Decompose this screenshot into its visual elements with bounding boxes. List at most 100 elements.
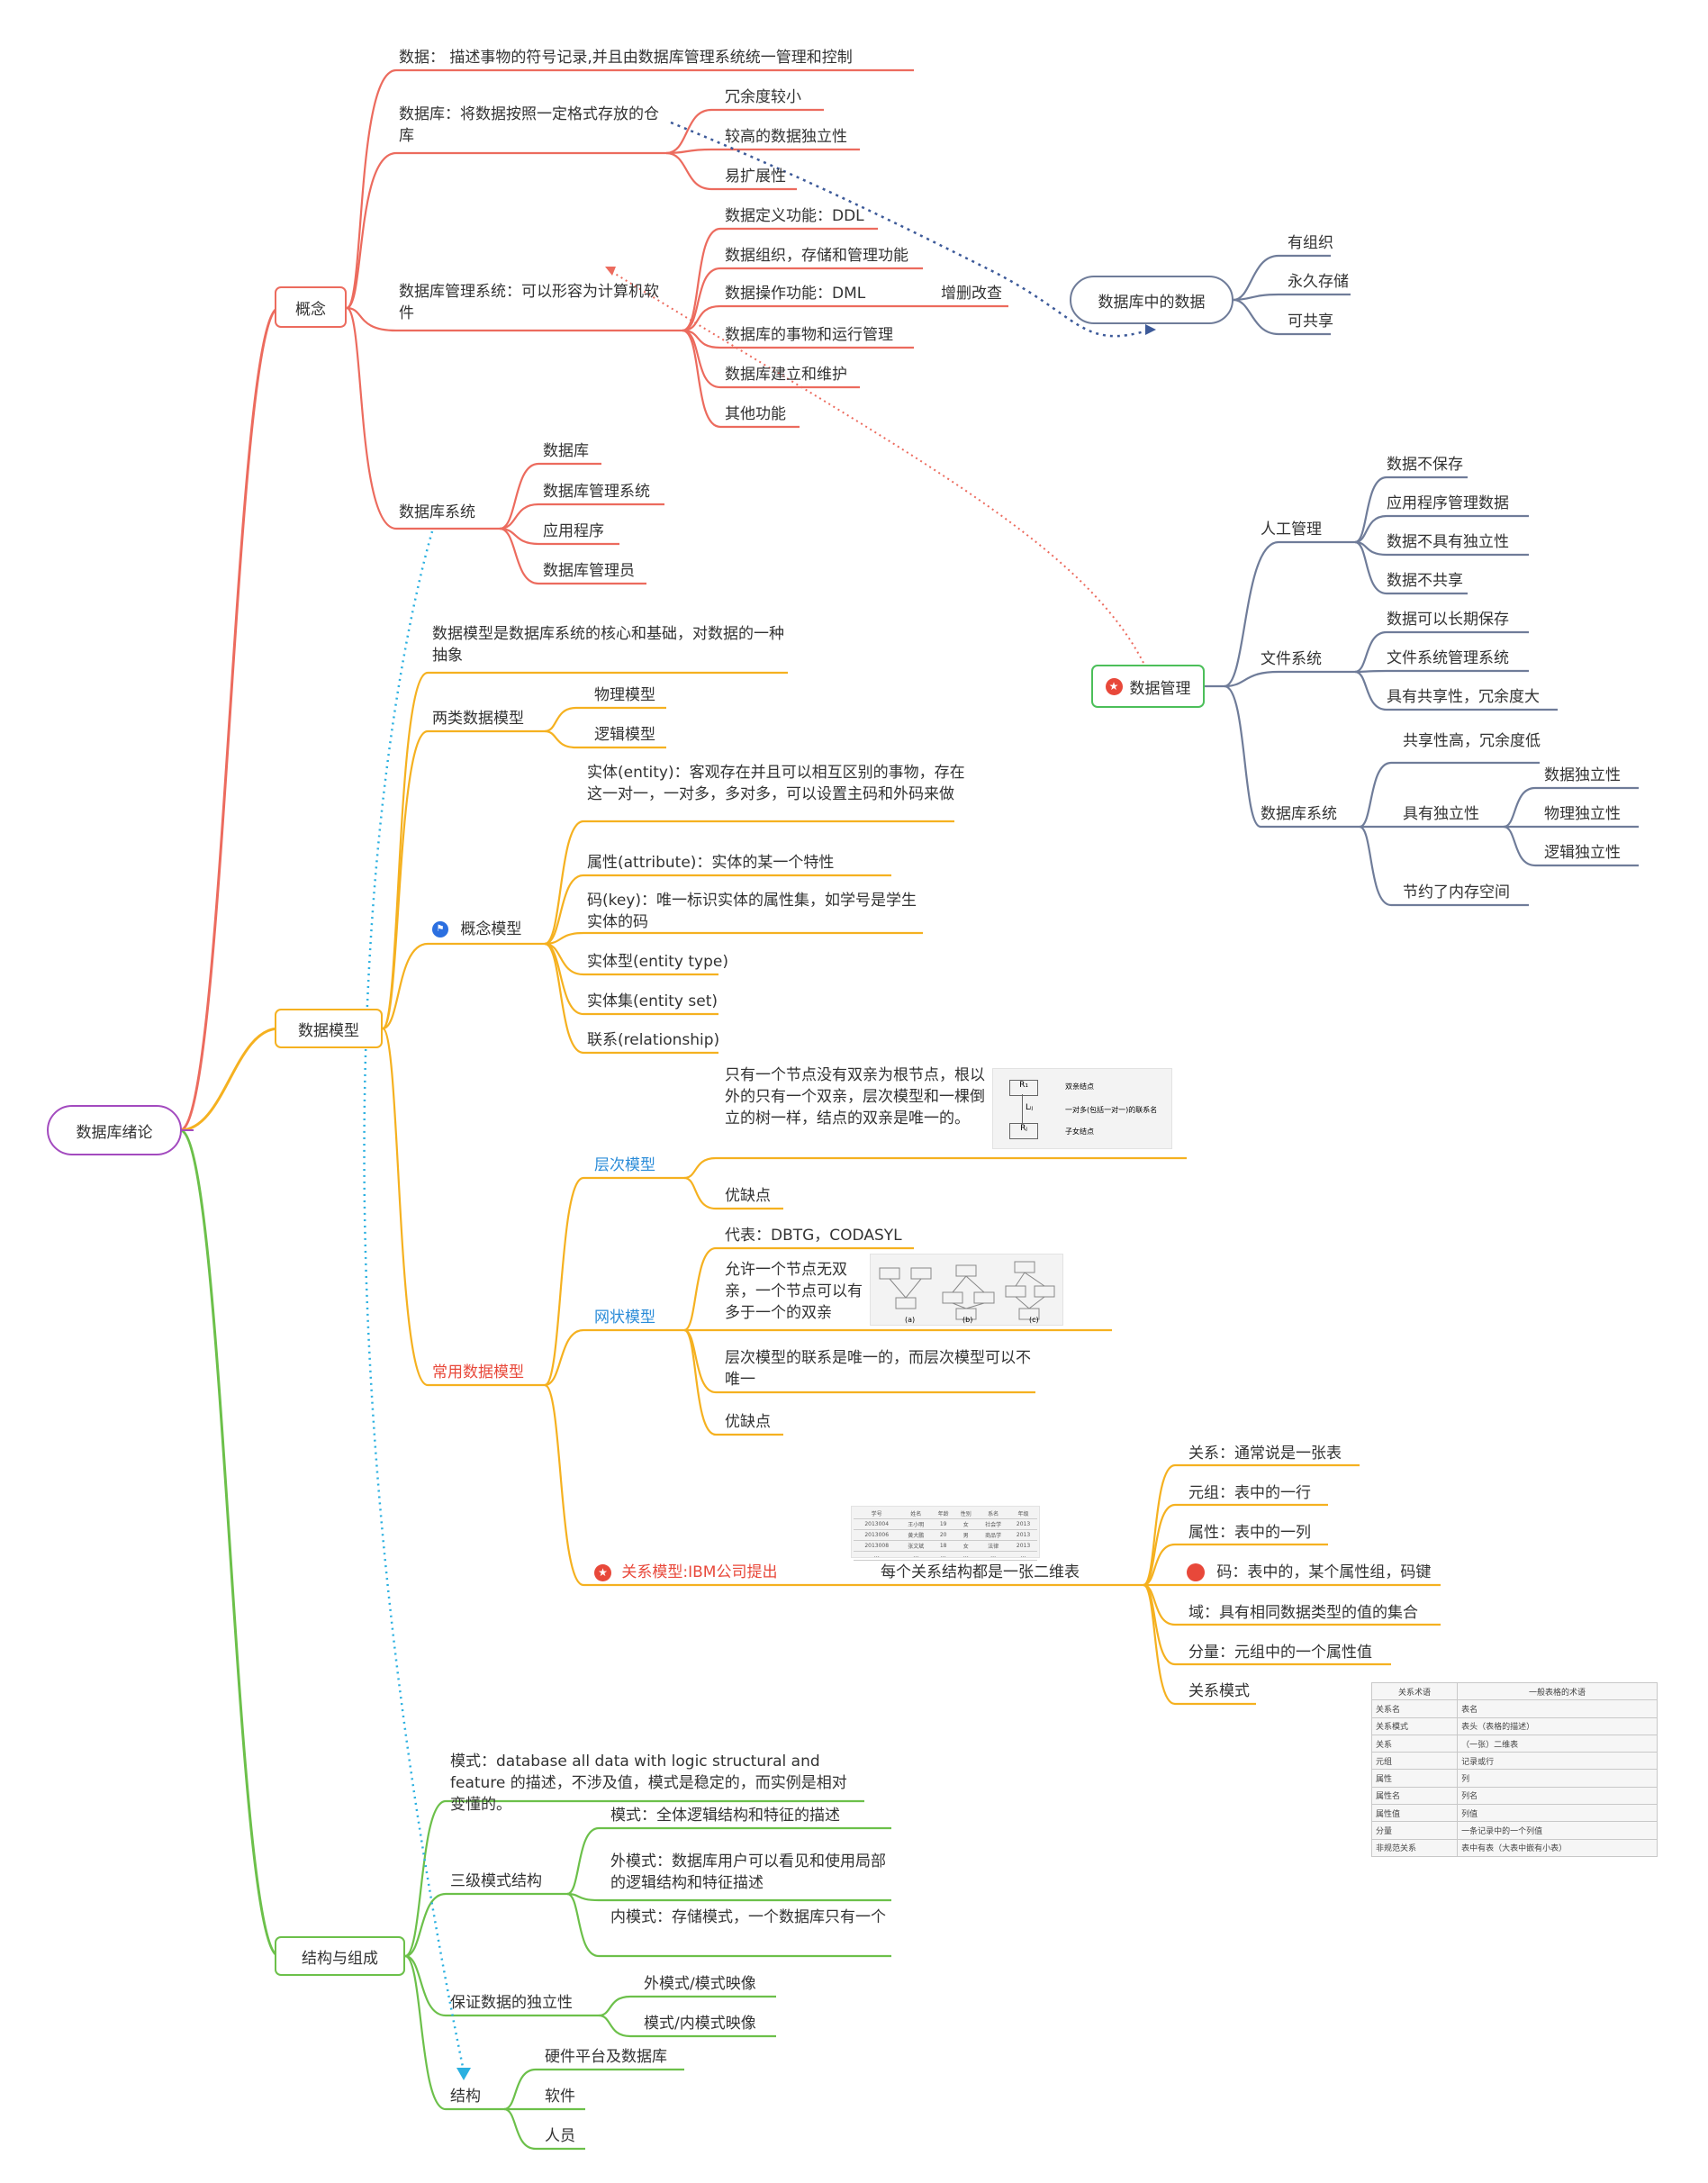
relation-table-cell: 关系术语 (1370, 1681, 1459, 1701)
root-node[interactable]: 数据库绪论 (47, 1105, 182, 1155)
hier-node-parent: R₁ (1009, 1080, 1038, 1096)
student-table-cell: 女 (954, 1540, 978, 1552)
concept-node[interactable]: 概念 (275, 286, 347, 328)
net-pros[interactable]: 优缺点 (725, 1413, 771, 1431)
independence-label[interactable]: 保证数据的独立性 (450, 1994, 573, 2012)
dbms-function-3[interactable]: 数据操作功能：DML (725, 285, 866, 303)
rel-item-domain[interactable]: 域：具有相同数据类型的值的集合 (1188, 1604, 1418, 1622)
concept-item-attribute[interactable]: 属性(attribute)：实体的某一个特性 (587, 854, 835, 872)
relation-table-cell: 列 (1457, 1769, 1658, 1788)
model-common-label[interactable]: 常用数据模型 (432, 1363, 524, 1381)
db-feature-2[interactable]: 较高的数据独立性 (725, 128, 847, 146)
mgmt-file-label[interactable]: 文件系统 (1261, 650, 1322, 668)
relation-table-row: 元组记录或行 (1370, 1752, 1658, 1771)
student-table-cell: 20 (932, 1529, 955, 1541)
star-icon: ★ (1105, 677, 1123, 695)
dbms-function-1[interactable]: 数据定义功能：DDL (725, 207, 864, 225)
dml-note[interactable]: 增删改查 (941, 285, 1002, 303)
concept-item-key[interactable]: 码(key)：唯一标识实体的属性集，如学号是学生实体的码 (587, 892, 917, 931)
relation-table-cell: 非规范关系 (1370, 1838, 1459, 1858)
rel-item-relation[interactable]: 关系：通常说是一张表 (1188, 1445, 1342, 1463)
concept-item-entity-type[interactable]: 实体型(entity type) (587, 953, 728, 971)
mgmt-manual-item-2[interactable]: 应用程序管理数据 (1387, 494, 1509, 512)
concept-data-def[interactable]: 数据： 描述事物的符号记录,并且由数据库管理系统统一管理和控制 (399, 49, 853, 67)
mgmt-manual-item-4[interactable]: 数据不共享 (1387, 572, 1463, 590)
concept-database-def[interactable]: 数据库：将数据按照一定格式存放的仓库 (399, 105, 659, 145)
student-table-cell: … (1009, 1551, 1037, 1561)
concept-dbms-def[interactable]: 数据库管理系统：可以形容为计算机软件 (399, 283, 659, 322)
rel-item-component[interactable]: 分量：元组中的一个属性值 (1188, 1644, 1372, 1662)
schema-def[interactable]: 模式：database all data with logic structur… (450, 1753, 847, 1814)
struct-item-3[interactable]: 人员 (545, 2127, 575, 2145)
three-level-item-2[interactable]: 外模式：数据库用户可以看见和使用局部的逻辑结构和特征描述 (610, 1852, 886, 1892)
model-two-item-2[interactable]: 逻辑模型 (594, 726, 655, 744)
mgmt-manual-item-3[interactable]: 数据不具有独立性 (1387, 533, 1509, 551)
net-label[interactable]: 网状模型 (594, 1309, 655, 1327)
mgmt-file-item-3[interactable]: 具有共享性，冗余度大 (1387, 688, 1540, 706)
mgmt-file-item-1[interactable]: 数据可以长期保存 (1387, 611, 1509, 629)
structure-node[interactable]: 结构与组成 (275, 1936, 405, 1976)
rel-item-attribute[interactable]: 属性：表中的一列 (1188, 1524, 1311, 1542)
student-table-cell: 年龄 (932, 1508, 955, 1519)
rel-item-tuple[interactable]: 元组：表中的一行 (1188, 1484, 1311, 1502)
rel-desc[interactable]: 每个关系结构都是一张二维表 (881, 1563, 1080, 1581)
student-table-cell: 男 (954, 1529, 978, 1541)
mgmt-dbsys-label[interactable]: 数据库系统 (1261, 805, 1337, 823)
hier-label[interactable]: 层次模型 (594, 1156, 655, 1174)
concept-item-relationship[interactable]: 联系(relationship) (587, 1031, 720, 1049)
hier-desc[interactable]: 只有一个节点没有双亲为根节点，根以外的只有一个双亲，层次模型和一棵倒立的树一样，… (725, 1066, 985, 1128)
data-mgmt-node[interactable]: ★ 数据管理 (1091, 665, 1205, 708)
concept-item-entity-set[interactable]: 实体集(entity set) (587, 992, 718, 1010)
net-rep[interactable]: 代表：DBTG，CODASYL (725, 1227, 902, 1245)
relation-table-row: 分量一条记录中的一个列值 (1370, 1821, 1658, 1840)
independence-item-2[interactable]: 模式/内模式映像 (644, 2015, 756, 2033)
dbms-function-2[interactable]: 数据组织，存储和管理功能 (725, 247, 908, 265)
data-in-db-item-2[interactable]: 永久存储 (1288, 273, 1349, 291)
net-cmp[interactable]: 层次模型的联系是唯一的，而层次模型可以不唯一 (725, 1349, 1031, 1389)
data-in-db-node[interactable]: 数据库中的数据 (1070, 276, 1234, 324)
student-table-cell: 黄大鹏 (899, 1529, 933, 1541)
model-node[interactable]: 数据模型 (275, 1009, 383, 1048)
mgmt-indep-item-3[interactable]: 逻辑独立性 (1544, 844, 1621, 862)
net-desc[interactable]: 允许一个节点无双亲，一个节点可以有多于一个的双亲 (725, 1261, 863, 1322)
dbms-function-5[interactable]: 数据库建立和维护 (725, 366, 847, 384)
struct-item-2[interactable]: 软件 (545, 2088, 575, 2106)
dbs-item-3[interactable]: 应用程序 (543, 522, 604, 540)
model-concept-label[interactable]: ⚑ 概念模型 (432, 919, 521, 940)
concept-item-entity[interactable]: 实体(entity)：客观存在并且可以相互区别的事物，存在这一对一，一对多，多对… (587, 764, 965, 803)
struct-item-1[interactable]: 硬件平台及数据库 (545, 2048, 667, 2066)
mgmt-manual-item-1[interactable]: 数据不保存 (1387, 456, 1463, 474)
mgmt-dbsys-save[interactable]: 节约了内存空间 (1403, 883, 1510, 901)
struct-label[interactable]: 结构 (450, 2088, 481, 2106)
db-feature-3[interactable]: 易扩展性 (725, 168, 786, 186)
relation-table-cell: 关系名 (1370, 1699, 1459, 1718)
concept-dbs-label[interactable]: 数据库系统 (399, 503, 475, 521)
rel-label[interactable]: ★ 关系模型:IBM公司提出 (594, 1562, 777, 1583)
rel-item-schema[interactable]: 关系模式 (1188, 1682, 1250, 1700)
rel-item-key[interactable]: 码：表中的，某个属性组，码键 (1187, 1562, 1431, 1583)
model-two-label[interactable]: 两类数据模型 (432, 710, 524, 728)
dbms-function-6[interactable]: 其他功能 (725, 405, 786, 423)
independence-item-1[interactable]: 外模式/模式映像 (644, 1975, 756, 1993)
mgmt-indep-item-1[interactable]: 数据独立性 (1544, 766, 1621, 784)
dbs-item-4[interactable]: 数据库管理员 (543, 562, 635, 580)
data-in-db-item-1[interactable]: 有组织 (1288, 234, 1333, 252)
mgmt-file-item-2[interactable]: 文件系统管理系统 (1387, 649, 1509, 667)
mgmt-dbsys-share[interactable]: 共享性高，冗余度低 (1403, 732, 1541, 750)
mgmt-dbsys-indep[interactable]: 具有独立性 (1403, 805, 1479, 823)
data-in-db-item-3[interactable]: 可共享 (1288, 313, 1333, 331)
dbs-item-1[interactable]: 数据库 (543, 442, 589, 460)
three-level-label[interactable]: 三级模式结构 (450, 1872, 542, 1890)
three-level-item-3[interactable]: 内模式：存储模式，一个数据库只有一个 (610, 1908, 886, 1926)
dbs-item-2[interactable]: 数据库管理系统 (543, 483, 650, 501)
db-feature-1[interactable]: 冗余度较小 (725, 88, 801, 106)
hier-pros[interactable]: 优缺点 (725, 1187, 771, 1205)
dbms-function-4[interactable]: 数据库的事物和运行管理 (725, 326, 893, 344)
model-two-item-1[interactable]: 物理模型 (594, 686, 655, 704)
model-core[interactable]: 数据模型是数据库系统的核心和基础，对数据的一种抽象 (432, 625, 784, 665)
three-level-item-1[interactable]: 模式：全体逻辑结构和特征的描述 (610, 1807, 840, 1825)
mgmt-indep-item-2[interactable]: 物理独立性 (1544, 805, 1621, 823)
relation-table-header: 关系术语一般表格的术语 (1370, 1681, 1658, 1701)
mgmt-manual-label[interactable]: 人工管理 (1261, 521, 1322, 539)
